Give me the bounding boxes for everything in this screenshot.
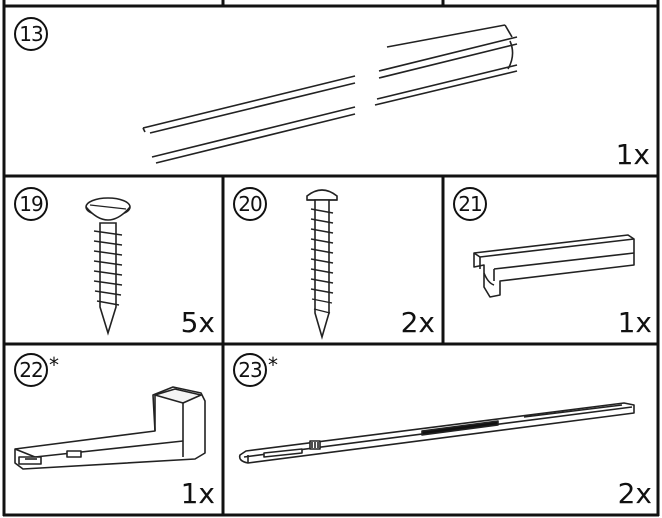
part-number-21: 21 <box>453 187 487 221</box>
quantity-19: 5x <box>180 306 215 339</box>
channel-clip-drawing <box>473 234 635 298</box>
optional-star: * <box>49 353 59 377</box>
quantity-22: 1x <box>180 477 215 510</box>
part-number-13: 13 <box>14 17 48 51</box>
part-number-20: 20 <box>233 187 267 221</box>
pan-head-screw-drawing <box>306 189 338 340</box>
countersunk-screw-drawing <box>85 197 131 336</box>
part-cell-20: 20 <box>224 177 443 344</box>
part-number-19: 19 <box>14 187 48 221</box>
part-number-23: 23 * <box>233 353 278 387</box>
part-number-22: 22 * <box>14 353 59 387</box>
part-cell-19: 19 5x <box>5 177 223 344</box>
quantity-21: 1x <box>617 306 652 339</box>
rail-profile-drawing <box>142 24 518 164</box>
part-cell-22: 22 * 1x <box>5 345 223 515</box>
slide-rail-drawing <box>238 402 635 464</box>
quantity-23: 2x <box>617 477 652 510</box>
optional-star: * <box>268 353 278 377</box>
quantity-13: 1x <box>615 138 650 171</box>
end-cap-drawing <box>14 386 206 470</box>
part-cell-21: 21 1x <box>444 177 658 344</box>
quantity-20: 2x <box>400 306 435 339</box>
part-cell-13: 13 1x <box>5 7 658 176</box>
part-cell-23: 23 * 2x <box>224 345 658 515</box>
